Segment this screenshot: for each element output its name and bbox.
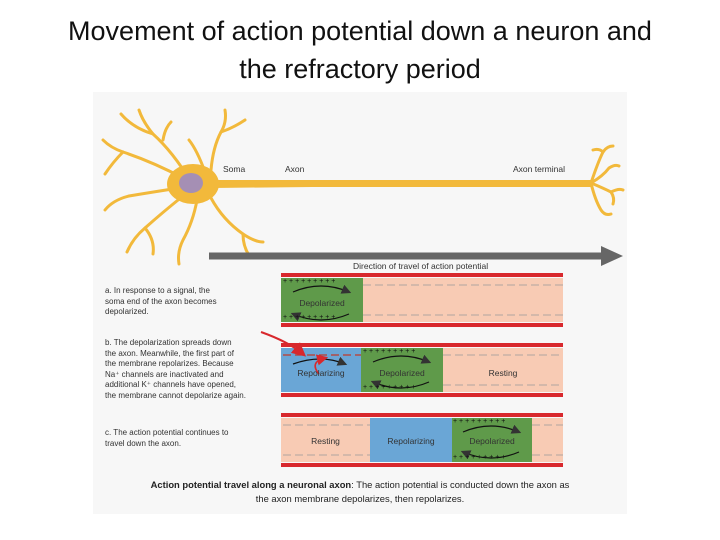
caption-rest: : The action potential is conducted down… (351, 479, 570, 490)
figure-caption: Action potential travel along a neuronal… (93, 478, 627, 506)
zone-c-repolarizing: Repolarizing (387, 436, 435, 446)
zone-a-depolarized: Depolarized (299, 298, 345, 308)
slide-title-line1: Movement of action potential down a neur… (68, 16, 652, 46)
axon-step-c (281, 413, 563, 467)
caption-line2: the axon membrane depolarizes, then repo… (255, 493, 465, 504)
nucleus (179, 173, 203, 193)
axon-step-b (260, 331, 563, 397)
zone-b-repolarizing: Repolarizing (297, 368, 345, 378)
axon-step-a (281, 273, 563, 327)
zone-c-resting: Resting (311, 436, 340, 446)
charges-b-bottom: + + + + + + + + + (363, 384, 416, 391)
neuron-figure: Soma Axon Axon terminal Direction of tra… (93, 92, 627, 514)
caption-bold: Action potential travel along a neuronal… (150, 479, 352, 490)
direction-label: Direction of travel of action potential (353, 261, 489, 271)
slide-title: Movement of action potential down a neur… (0, 12, 720, 88)
step-b-text: b. The depolarization spreads down the a… (105, 338, 246, 400)
soma-label: Soma (223, 164, 246, 174)
step-a-text: a. In response to a signal, the soma end… (105, 286, 217, 316)
charges-c-bottom: + + + + + + + + + (453, 454, 506, 461)
zone-c-depolarized: Depolarized (469, 436, 515, 446)
zone-b-resting: Resting (488, 368, 518, 378)
charges-a-bottom: + + + + + + + + + (283, 314, 336, 321)
axon-label: Axon (285, 164, 305, 174)
charges-a-top: + + + + + + + + + (283, 278, 336, 285)
step-c-text: c. The action potential continues to tra… (105, 428, 229, 448)
axon-terminal (589, 144, 625, 216)
charges-b-top: + + + + + + + + + (363, 348, 416, 355)
slide-title-line2: the refractory period (239, 54, 481, 84)
axon-terminal-label: Axon terminal (513, 164, 565, 174)
zone-b-depolarized: Depolarized (379, 368, 425, 378)
charges-c-top: + + + + + + + + + (453, 418, 506, 425)
figure-graphics (101, 108, 625, 467)
